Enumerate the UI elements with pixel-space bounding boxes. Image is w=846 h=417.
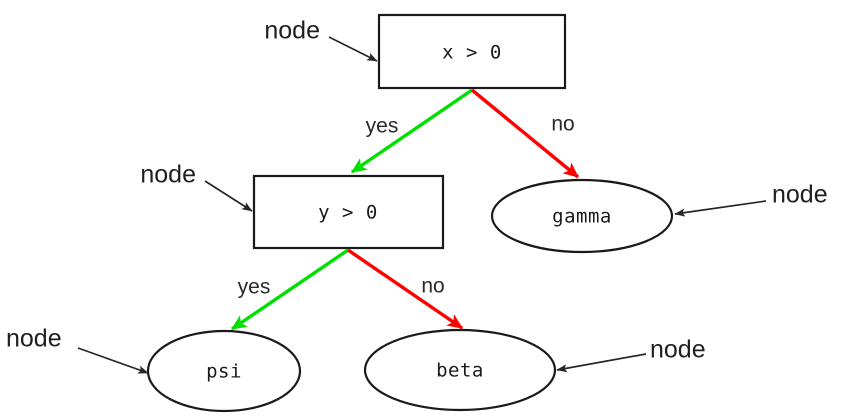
edge-inner-to-psi: yes — [230, 248, 349, 331]
node-beta-ellipse[interactable] — [363, 328, 557, 412]
edge-line-inner-no — [347, 248, 464, 330]
annotation-root-label: node — [264, 17, 320, 45]
annotation-psi: node — [6, 325, 149, 374]
edge-line-root-yes — [350, 88, 473, 174]
edge-label-root-no: no — [551, 113, 574, 136]
node-beta[interactable]: beta — [363, 328, 557, 412]
annotation-inner-label: node — [140, 161, 196, 189]
edge-root-to-gamma: no — [470, 88, 580, 179]
annotation-beta: node — [556, 336, 706, 373]
annotation-gamma-arrow — [674, 200, 767, 217]
edge-label-inner-no: no — [421, 275, 444, 298]
edge-label-root-yes: yes — [366, 115, 399, 138]
node-gamma-label: gamma — [552, 206, 612, 228]
node-root-label: x > 0 — [442, 42, 502, 64]
node-beta-label: beta — [436, 360, 484, 382]
node-psi[interactable]: psi — [146, 329, 302, 413]
annotation-psi-label: node — [6, 325, 62, 353]
node-inner-box[interactable] — [252, 174, 445, 250]
annotation-gamma: node — [674, 181, 828, 217]
node-root[interactable]: x > 0 — [377, 13, 567, 90]
edge-line-root-no — [470, 88, 580, 179]
annotation-psi-arrow — [77, 347, 149, 374]
node-psi-label: psi — [206, 361, 242, 383]
annotation-inner-arrow — [204, 180, 253, 212]
annotation-beta-arrow — [556, 353, 647, 373]
node-gamma[interactable]: gamma — [490, 178, 674, 254]
edge-inner-to-beta: no — [347, 248, 464, 330]
node-inner-label: y > 0 — [318, 202, 378, 224]
annotation-root-arrow — [328, 36, 378, 62]
edge-line-inner-yes — [230, 248, 349, 331]
node-gamma-ellipse[interactable] — [490, 178, 674, 254]
node-inner[interactable]: y > 0 — [252, 174, 445, 250]
edge-label-inner-yes: yes — [238, 276, 271, 299]
edge-root-to-inner: yes — [350, 88, 473, 174]
annotation-root: node — [264, 17, 378, 62]
annotation-gamma-label: node — [772, 181, 828, 209]
annotation-beta-label: node — [650, 336, 706, 364]
annotation-inner: node — [140, 161, 253, 212]
node-root-box[interactable] — [377, 13, 567, 90]
